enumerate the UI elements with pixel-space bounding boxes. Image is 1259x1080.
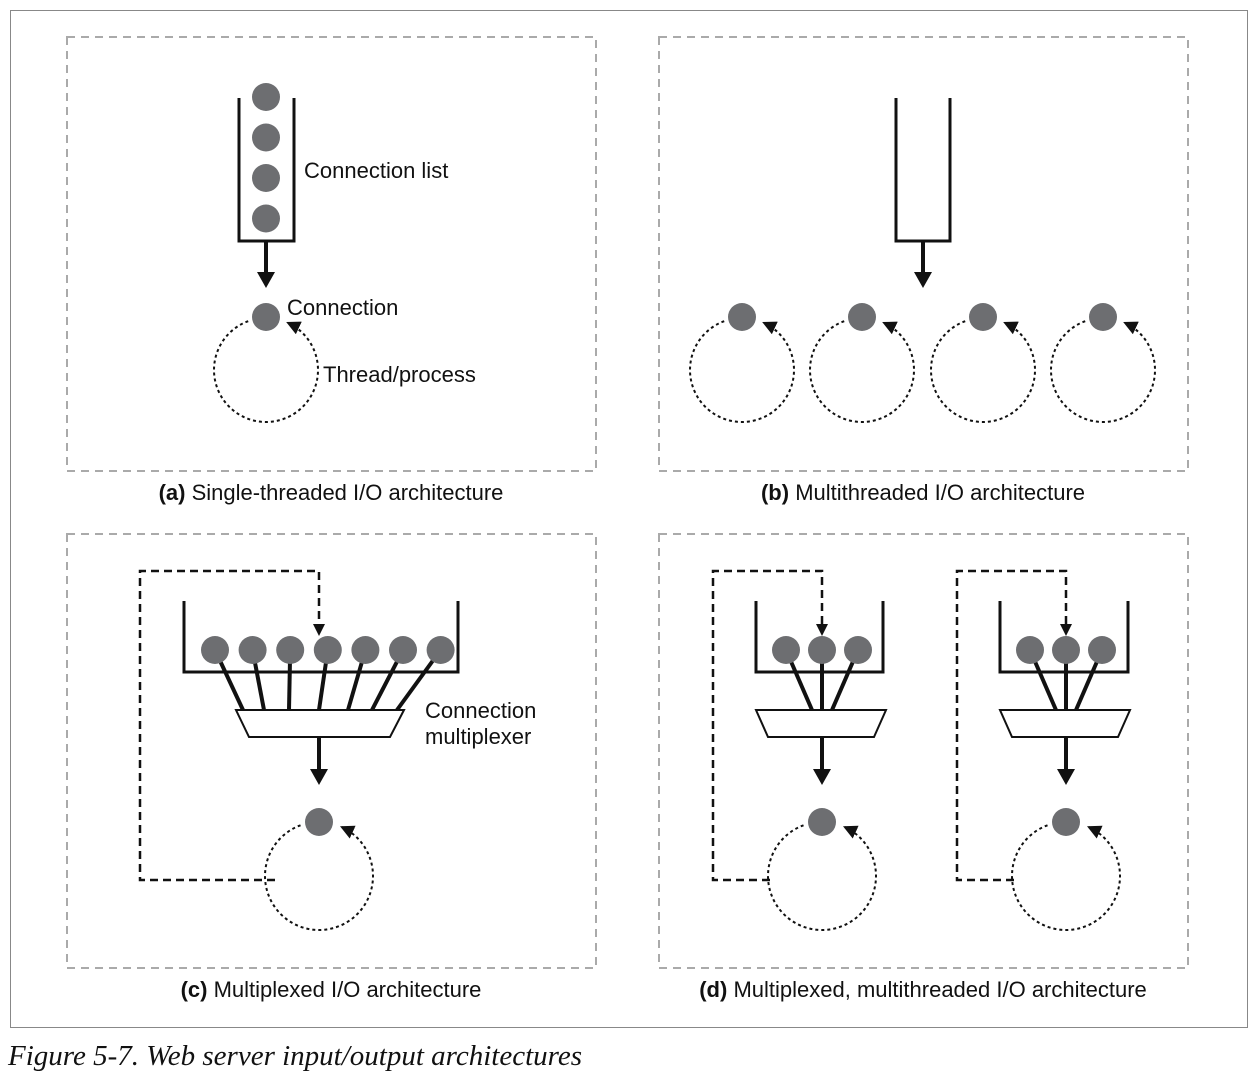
queued-connection [389,636,417,664]
connection-multiplexer [754,709,888,738]
thread-loop [930,320,1036,423]
queued-connection [252,83,280,111]
feedback-arrow-icon [1060,624,1072,636]
queued-connection [426,636,455,664]
panel-a [213,83,319,423]
connection-multiplexer [234,709,406,738]
feedback-path [955,569,1068,882]
arrow-head-icon [813,769,831,785]
feedback-path [711,569,824,882]
figure-caption: Figure 5-7. Web server input/output arch… [8,1040,582,1072]
caption-c: (c) Multiplexed I/O architecture [181,977,482,1002]
queued-connection [238,636,267,664]
queued-connection [252,204,280,233]
thread-loop [809,320,915,423]
queued-connection [772,636,800,664]
thread-loop [689,320,795,423]
panel-d-border [658,533,1189,969]
figure-frame [10,10,1248,1028]
queued-connection [1052,636,1080,664]
panel-b-border [658,36,1189,472]
connection-queue [182,601,460,674]
feedback-path [138,569,321,882]
panel-b [689,98,1156,423]
panel-c [138,569,460,931]
connection-list-label: Connection list [304,158,448,183]
connection-queue [754,601,885,674]
arrow-head-icon [914,272,932,288]
queued-connection [276,636,305,664]
arrow-head-icon [310,769,328,785]
queued-connection [1088,636,1116,664]
io-architecture-diagram: Connection list Connection Thread/proces… [66,36,1189,1002]
thread-connection [969,303,997,331]
feedback-arrow-icon [313,624,325,636]
thread-process-label: Thread/process [323,362,476,387]
queued-connection [201,636,229,664]
active-connection [305,808,333,836]
queued-connection [1016,636,1044,664]
caption-b: (b) Multithreaded I/O architecture [761,480,1085,505]
queued-connection [313,636,342,664]
thread-loop [767,824,877,931]
connection-label: Connection [287,295,398,320]
thread-loop [264,824,374,931]
thread-loop [1011,824,1121,931]
multiplexer-label-line2: multiplexer [425,724,531,749]
feedback-arrow-icon [816,624,828,636]
thread-loop [213,320,319,423]
active-connection [1052,808,1080,836]
panel-c-border [66,533,597,969]
panel-d [711,569,1132,931]
caption-d: (d) Multiplexed, multithreaded I/O archi… [699,977,1147,1002]
queued-connection [844,636,872,664]
panel-a-border [66,36,597,472]
thread-connection [1089,303,1117,331]
caption-a: (a) Single-threaded I/O architecture [159,480,504,505]
thread-connection [728,303,756,331]
arrow-head-icon [257,272,275,288]
arrow-head-icon [1057,769,1075,785]
active-connection [252,303,280,331]
thread-loop [1050,320,1156,423]
queued-connection [252,164,280,192]
queued-connection [252,123,280,152]
multiplexer-label-line1: Connection [425,698,536,723]
connection-multiplexer [998,709,1132,738]
connection-queue [894,98,952,243]
thread-connection [848,303,876,331]
queued-connection [351,636,380,664]
queued-connection [808,636,836,664]
active-connection [808,808,836,836]
